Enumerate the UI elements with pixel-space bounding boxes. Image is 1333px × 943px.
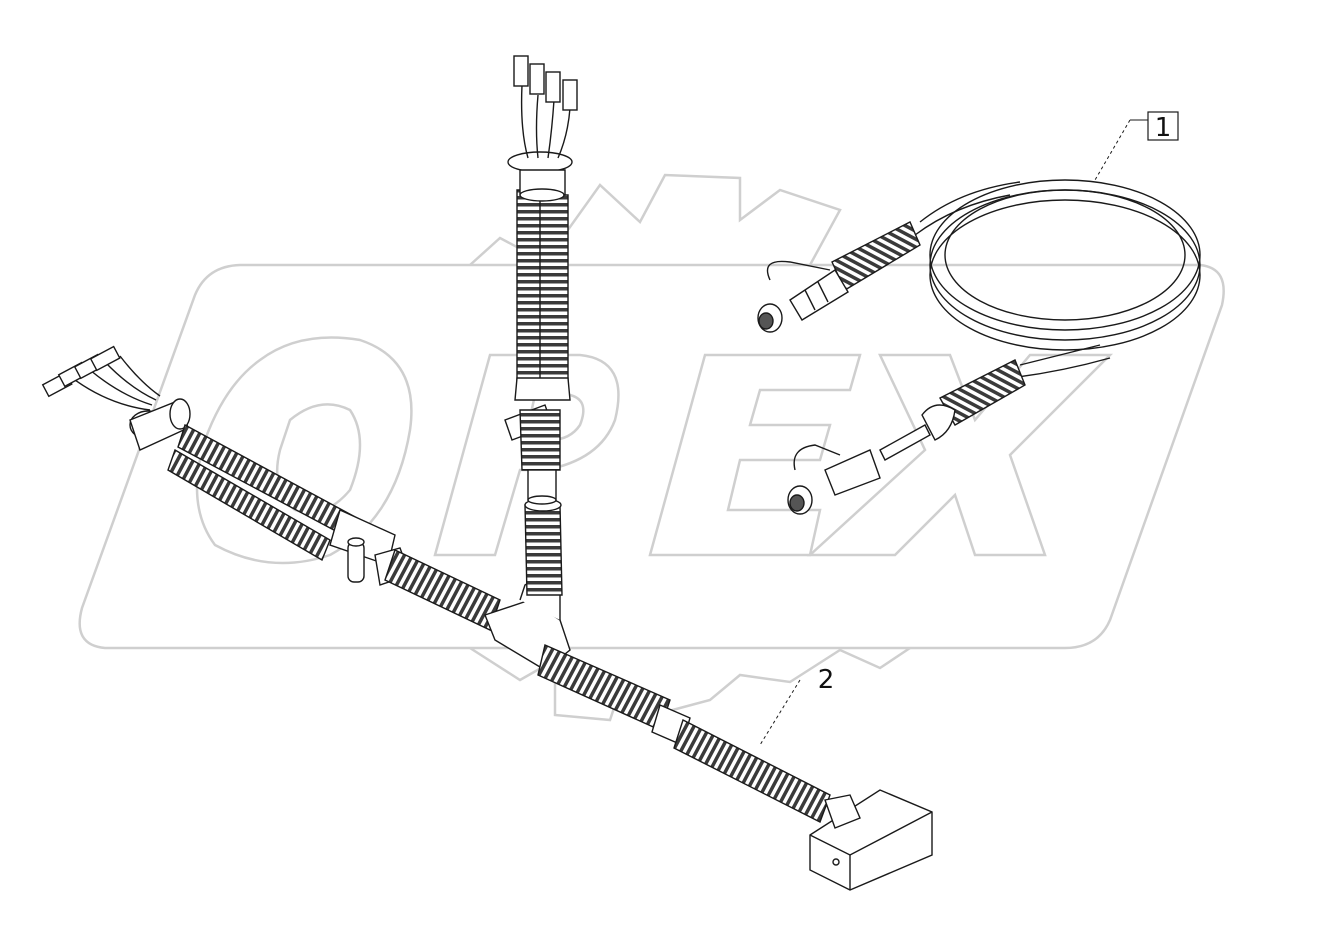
upper-strain-relief — [831, 221, 921, 292]
left-grommet — [129, 398, 191, 451]
watermark-logo — [78, 173, 1225, 722]
vertical-hose-lower — [524, 504, 563, 596]
left-wire-breakout — [41, 345, 161, 411]
callout-1-label: 1 — [1155, 113, 1172, 143]
coiled-cable — [757, 179, 1201, 515]
lower-plug — [824, 449, 881, 496]
callout-1: 1 — [1094, 111, 1179, 181]
trunk-hose-right-b — [673, 719, 831, 823]
left-hose-lower — [167, 448, 331, 562]
top-wire-breakout — [513, 55, 578, 159]
vertical-hose-upper-b — [539, 194, 569, 386]
callout-2: 2 — [759, 665, 835, 746]
upper-plug — [789, 269, 849, 321]
lower-dust-cap — [793, 444, 841, 471]
callout-2-label: 2 — [818, 665, 835, 695]
top-grommet — [507, 151, 573, 202]
trunk-hose-right-a — [537, 644, 671, 731]
upper-dust-cap — [766, 260, 831, 281]
harness-assembly — [41, 55, 933, 891]
trunk-hose-left — [384, 549, 501, 631]
end-box-connector — [809, 789, 933, 891]
vertical-mid-fittings — [504, 377, 571, 505]
